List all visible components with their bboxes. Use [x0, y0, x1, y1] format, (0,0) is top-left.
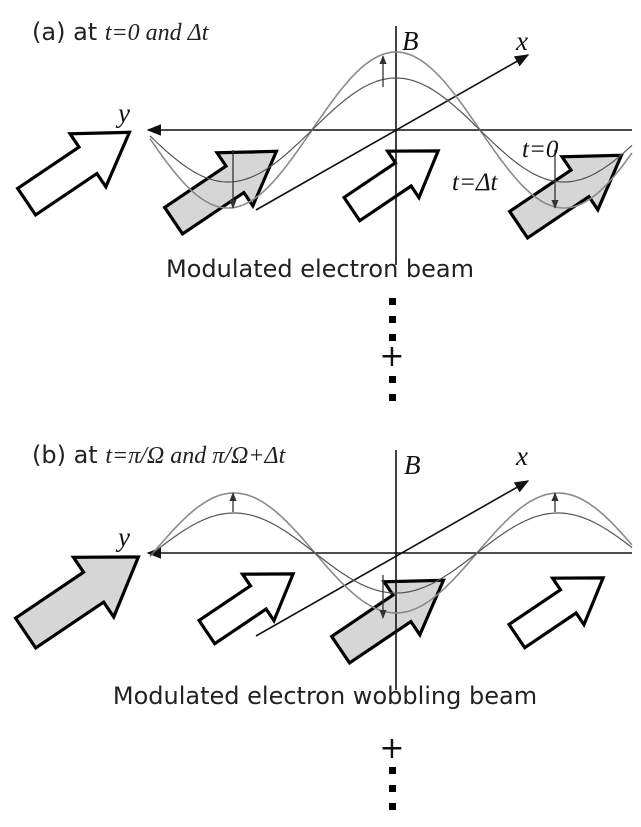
- ellipsis-dot: [389, 803, 396, 810]
- label-t-zero: t=0: [522, 136, 559, 163]
- ellipsis-dot: [389, 334, 396, 341]
- beam-arrow-open: [196, 572, 296, 646]
- ellipsis-dot: [389, 785, 396, 792]
- beam-arrow-open: [341, 149, 441, 223]
- axis-label-b: B: [402, 26, 419, 56]
- beam-arrow-shaded: [13, 555, 141, 651]
- ellipsis-dot: [389, 376, 396, 383]
- panel-b: (b) at t=π/Ω and π/Ω+Δt B x y Modulated …: [13, 441, 633, 710]
- ellipsis-dot: [389, 298, 396, 305]
- plus-sign: +: [379, 731, 404, 766]
- panel-a-beam-arrows: [15, 130, 624, 241]
- beam-arrow-shaded: [329, 578, 446, 666]
- field-wave-t-pi-omega-dt: [149, 512, 633, 594]
- panel-b-caption: (b) at t=π/Ω and π/Ω+Δt: [32, 441, 287, 469]
- panel-b-beam-arrows: [13, 555, 606, 666]
- axis-label-y: y: [115, 522, 130, 552]
- panel-b-beam-caption: Modulated electron wobbling beam: [113, 682, 537, 710]
- field-wave-tdt: [149, 77, 633, 183]
- x-axis: [255, 480, 530, 637]
- x-axis: [255, 54, 530, 211]
- ellipsis-dot: [389, 767, 396, 774]
- beam-arrow-open: [15, 130, 132, 218]
- beam-arrow-shaded: [507, 153, 624, 241]
- label-t-delta: t=Δt: [452, 169, 498, 196]
- ellipsis-dot: [389, 394, 396, 401]
- axis-label-b: B: [404, 450, 421, 480]
- panel-a: (a) at t=0 and Δt B x y t=0 t=Δt Modulat…: [15, 18, 633, 283]
- panel-a-beam-caption: Modulated electron beam: [166, 255, 474, 283]
- plus-sign: +: [379, 339, 404, 374]
- separator-top: +: [379, 298, 405, 401]
- axis-label-x: x: [515, 26, 528, 56]
- beam-arrow-open: [506, 576, 606, 650]
- beam-arrow-shaded: [162, 149, 279, 237]
- axis-label-y: y: [115, 98, 130, 128]
- axis-label-x: x: [515, 441, 528, 471]
- ellipsis-dot: [389, 316, 396, 323]
- panel-a-caption: (a) at t=0 and Δt: [32, 18, 210, 46]
- separator-bottom: +: [379, 731, 405, 810]
